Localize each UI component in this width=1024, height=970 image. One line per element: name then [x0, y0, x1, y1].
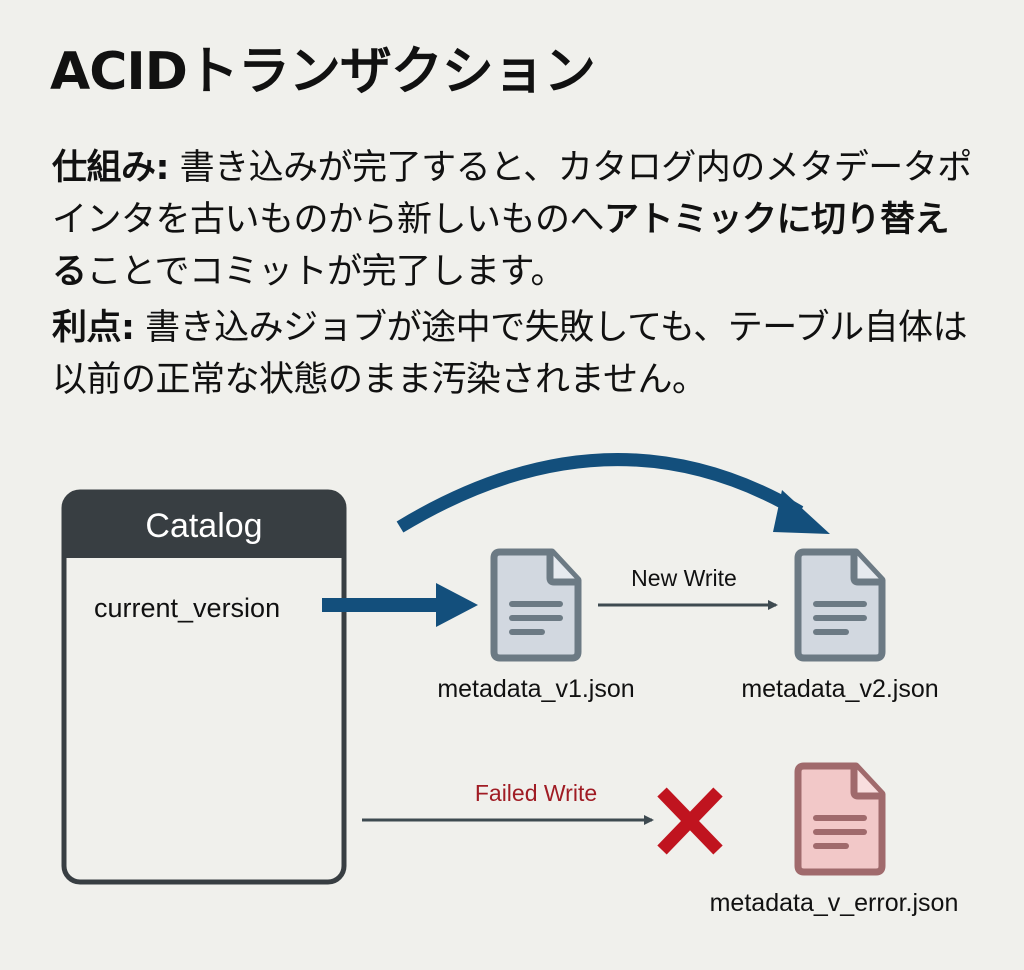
failed-write-label: Failed Write	[475, 780, 597, 806]
mechanism-text: 書き込みが完了すると、カタログ内のメタデータポインタを古いものから新しいものへ	[52, 148, 972, 240]
catalog-box: Catalog current_version	[61, 489, 347, 885]
mechanism-paragraph: 仕組み: 書き込みが完了すると、カタログ内のメタデータポインタを古いものから新し…	[52, 142, 982, 298]
file-label-v2: metadata_v2.json	[741, 675, 938, 703]
current-pointer-arrow	[322, 583, 478, 627]
file-label-v1: metadata_v1.json	[437, 675, 634, 703]
document-icon	[794, 548, 886, 662]
catalog-header-bg	[64, 492, 344, 558]
mechanism-text-end: ことでコミットが完了します。	[86, 252, 566, 292]
catalog-field-current-version: current_version	[94, 593, 280, 623]
mechanism-emphasis: アトミックに切り替える	[52, 200, 950, 292]
benefit-label: 利点:	[52, 308, 135, 348]
mechanism-label: 仕組み:	[52, 148, 170, 188]
benefit-paragraph: 利点: 書き込みジョブが途中で失敗しても、テーブル自体は以前の正常な状態のまま汚…	[52, 302, 982, 406]
benefit-text: 書き込みジョブが途中で失敗しても、テーブル自体は以前の正常な状態のまま汚染されま…	[52, 308, 968, 400]
catalog-border	[61, 489, 347, 885]
page-title: ACIDトランザクション	[50, 42, 596, 102]
x-mark-icon	[657, 787, 723, 855]
atomic-swap-arrow	[396, 453, 830, 534]
file-label-error: metadata_v_error.json	[710, 889, 959, 917]
catalog-header: Catalog	[145, 507, 262, 545]
document-icon	[490, 548, 582, 662]
new-write-label: New Write	[631, 565, 737, 591]
error-document-icon	[794, 762, 886, 876]
